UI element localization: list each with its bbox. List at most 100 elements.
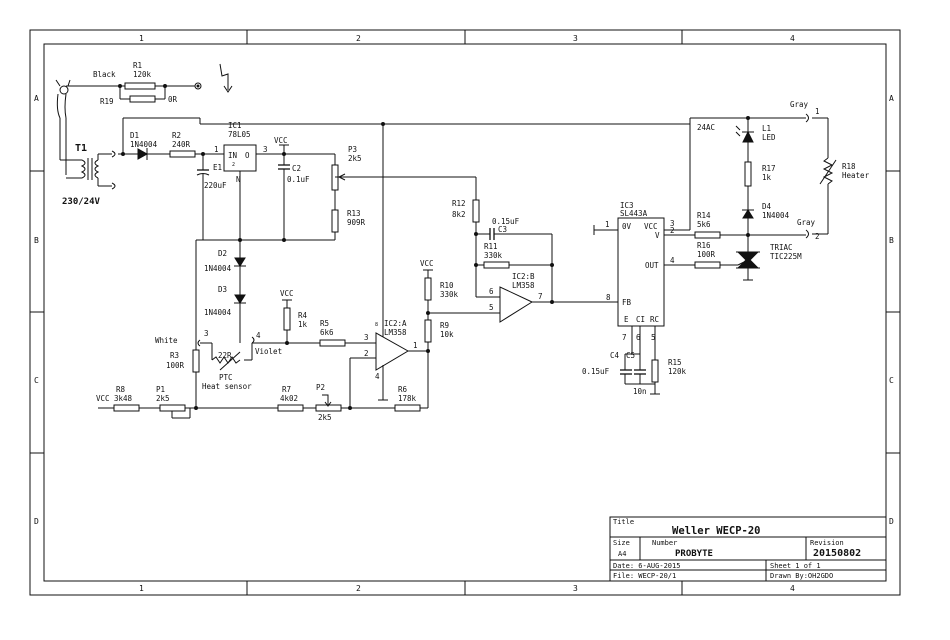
ic3-value: SL443A — [620, 209, 648, 218]
ic3-pin-3: 3 — [670, 219, 675, 228]
title-block: Title Weller WECP-20 Size A4 Number PROB… — [609, 516, 887, 582]
r1-resistor — [124, 82, 156, 90]
r4-resistor — [283, 307, 291, 331]
ic3-pin-7: 7 — [622, 333, 627, 342]
r10-resistor — [424, 277, 432, 301]
gray-connector-1 — [805, 113, 809, 123]
col-label-bottom-1: 1 — [139, 584, 144, 593]
r15-value: 120k — [668, 367, 687, 376]
ic3-pin-e: E — [624, 315, 629, 324]
r1-value: 120k — [133, 70, 152, 79]
r11-resistor — [483, 261, 510, 269]
r15-ref: R15 — [668, 358, 682, 367]
white-wire-label: White — [155, 336, 178, 345]
ic1-ref: IC1 — [228, 121, 242, 130]
ic2b-pin-5: 5 — [489, 303, 494, 312]
r11-value: 330k — [484, 251, 503, 260]
r16-value: 100R — [697, 250, 716, 259]
col-label-top-4: 4 — [790, 34, 795, 43]
drawn-by-value: Drawn By:OH2GDO — [770, 572, 833, 580]
vcc-r10: VCC — [420, 259, 434, 268]
ic3-pin-8: 8 — [606, 293, 611, 302]
vcc-ic1: VCC — [274, 136, 288, 145]
ic2a-pin-1: 1 — [413, 341, 418, 350]
r7-value: 4k02 — [280, 394, 298, 403]
r16-resistor — [694, 261, 721, 269]
r16-ref: R16 — [697, 241, 711, 250]
e1-ref: E1 — [213, 163, 222, 172]
d2-value: 1N4004 — [204, 264, 232, 273]
sensor-connector-violet — [251, 336, 255, 344]
r8-ref: R8 — [116, 385, 126, 394]
ic1-value: 78L05 — [228, 130, 251, 139]
r18-value: Heater — [842, 171, 870, 180]
c4-value: 0.15uF — [582, 367, 610, 376]
revision-value: 20150802 — [813, 548, 861, 559]
ic3-pin-6: 6 — [636, 333, 641, 342]
violet-wire-label: Violet — [255, 347, 282, 356]
c4-ref: C4 — [610, 351, 620, 360]
c5-ref: C5 — [626, 351, 635, 360]
number-label: Number — [652, 539, 677, 547]
frame-grid-labels: 1 2 3 4 1 2 3 4 A B C D A B C D — [34, 34, 894, 593]
ic2b-pin-7: 7 — [538, 292, 543, 301]
gray-pin-1: 1 — [815, 107, 820, 116]
power-supply-section: D1 1N4004 R2 240R IC1 78L05 IN O N 1 3 2… — [118, 117, 690, 343]
ic3-pin-2: 2 — [670, 226, 675, 235]
r9-value: 10k — [440, 330, 454, 339]
p3-value: 2k5 — [348, 154, 362, 163]
ac24-label: 24AC — [697, 123, 715, 132]
r18-ref: R18 — [842, 162, 856, 171]
ic1-pin-1: 1 — [214, 145, 219, 154]
r10-ref: R10 — [440, 281, 454, 290]
r4-value: 1k — [298, 320, 308, 329]
l1-led — [742, 130, 754, 143]
title-value: Weller WECP-20 — [672, 525, 761, 537]
size-label: Size — [613, 539, 630, 547]
gray-wire-label-1: Gray — [790, 100, 809, 109]
t1-label: T1 — [75, 143, 87, 154]
t1-ratio-label: 230/24V — [62, 197, 101, 207]
ic2a-pin-8: 8 — [375, 322, 378, 328]
ptc-ref: PTC — [219, 373, 233, 382]
ic1-pin-3: 3 — [263, 145, 268, 154]
ic1-pin-o: O — [245, 151, 250, 160]
ic3-pin-rc: RC — [650, 315, 659, 324]
r14-ref: R14 — [697, 211, 711, 220]
c2-ref: C2 — [292, 164, 301, 173]
d4-ref: D4 — [762, 202, 772, 211]
connector-pin-4: 4 — [256, 331, 261, 340]
r6-ref: R6 — [398, 385, 408, 394]
r10-value: 330k — [440, 290, 459, 299]
ic2b-ref: IC2:B — [512, 272, 535, 281]
transformer-t1: T1 230/24V — [59, 118, 116, 207]
mains-plug-icon — [59, 85, 69, 95]
p1-ref: P1 — [156, 385, 165, 394]
r5-value: 6k6 — [320, 328, 334, 337]
ptc-heat-sensor — [211, 356, 241, 364]
ic3-pin-fb: FB — [622, 298, 632, 307]
col-label-bottom-4: 4 — [790, 584, 795, 593]
d3-diode — [234, 294, 246, 304]
mains-input: R1 120k Black R19 0R — [55, 61, 233, 119]
heat-sensor-label: Heat sensor — [202, 382, 252, 391]
col-label-top-3: 3 — [573, 34, 578, 43]
sensor-connector-white — [197, 339, 201, 347]
triac-ref: TRIAC — [770, 243, 793, 252]
ic2a-opamp — [375, 332, 409, 371]
ic1-regulator — [223, 144, 257, 172]
r19-ref: R19 — [100, 97, 114, 106]
r6-resistor — [394, 404, 421, 412]
r19-resistor — [129, 95, 156, 103]
p3-ref: P3 — [348, 145, 357, 154]
r13-value: 909R — [347, 218, 366, 227]
r12-value: 8k2 — [452, 210, 466, 219]
d1-ref: D1 — [130, 131, 139, 140]
r17-ref: R17 — [762, 164, 776, 173]
r6-value: 178k — [398, 394, 417, 403]
r5-resistor — [319, 339, 346, 347]
col-label-top-1: 1 — [139, 34, 144, 43]
p2-value: 2k5 — [318, 413, 332, 422]
ic3-section: IC3 SL443A 0V VCC V OUT FB E CI RC 1 3 2… — [582, 124, 748, 396]
